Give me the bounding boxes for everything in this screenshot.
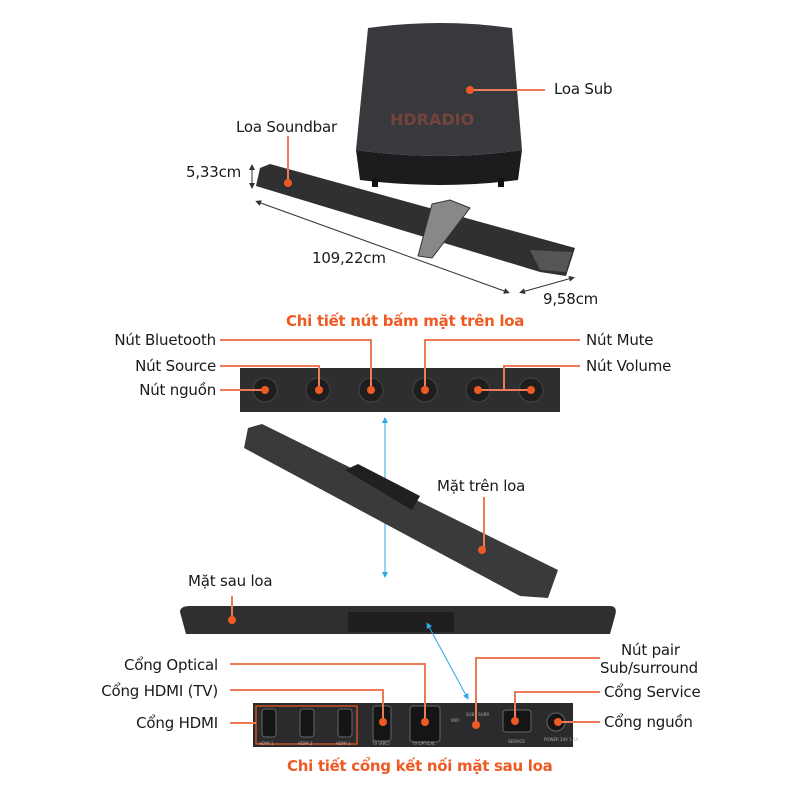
depth-dimension: [519, 275, 575, 295]
sub-surr-text: SUB / SURR: [466, 712, 490, 717]
hdmi3-text: HDMI 3: [336, 741, 351, 746]
hdmi-port-label: Cổng HDMI: [136, 714, 218, 732]
pair-button-label: Nút pair: [621, 641, 680, 659]
power-text: POWER 24V 1.5A: [544, 737, 579, 742]
source-button-label: Nút Source: [135, 357, 216, 375]
length-dimension: [255, 200, 510, 294]
pair-button-label-2: Sub/surround: [600, 659, 698, 677]
optical-port-label: Cổng Optical: [123, 656, 218, 674]
soundbar-label: Loa Soundbar: [236, 118, 337, 136]
depth-label: 9,58cm: [543, 290, 599, 308]
top-face-label: Mặt trên loa: [437, 477, 526, 495]
length-label: 109,22cm: [312, 249, 386, 267]
power-port-label: Cổng nguồn: [604, 713, 693, 731]
service-text: SERVICE: [508, 739, 525, 744]
hdmi-tv-port-label: Cổng HDMI (TV): [101, 682, 218, 700]
hdmi1-text: HDMI 1: [259, 741, 274, 746]
volume-button-label: Nút Volume: [586, 357, 672, 375]
tv-optical-text: TV OPTICAL: [412, 741, 436, 746]
hdmi2-text: HDMI 2: [298, 741, 313, 746]
tv-arc-text: TV (ARC): [372, 741, 390, 746]
service-port-label: Cổng Service: [604, 683, 701, 701]
rear-face-label: Mặt sau loa: [188, 572, 273, 590]
height-label: 5,33cm: [186, 163, 242, 181]
bluetooth-button-label: Nút Bluetooth: [114, 331, 216, 349]
sub-label: Loa Sub: [554, 80, 613, 98]
subwoofer: [356, 23, 522, 187]
watermark-logo: HDRADIO: [390, 110, 475, 129]
mute-button-label: Nút Mute: [586, 331, 654, 349]
top-section-title: Chi tiết nút bấm mặt trên loa: [286, 312, 525, 330]
power-button-label: Nút nguồn: [139, 381, 216, 399]
soundbar-top-face: [244, 424, 558, 598]
rear-section-title: Chi tiết cổng kết nối mặt sau loa: [287, 757, 553, 775]
wifi-text: WIFI: [451, 718, 460, 723]
